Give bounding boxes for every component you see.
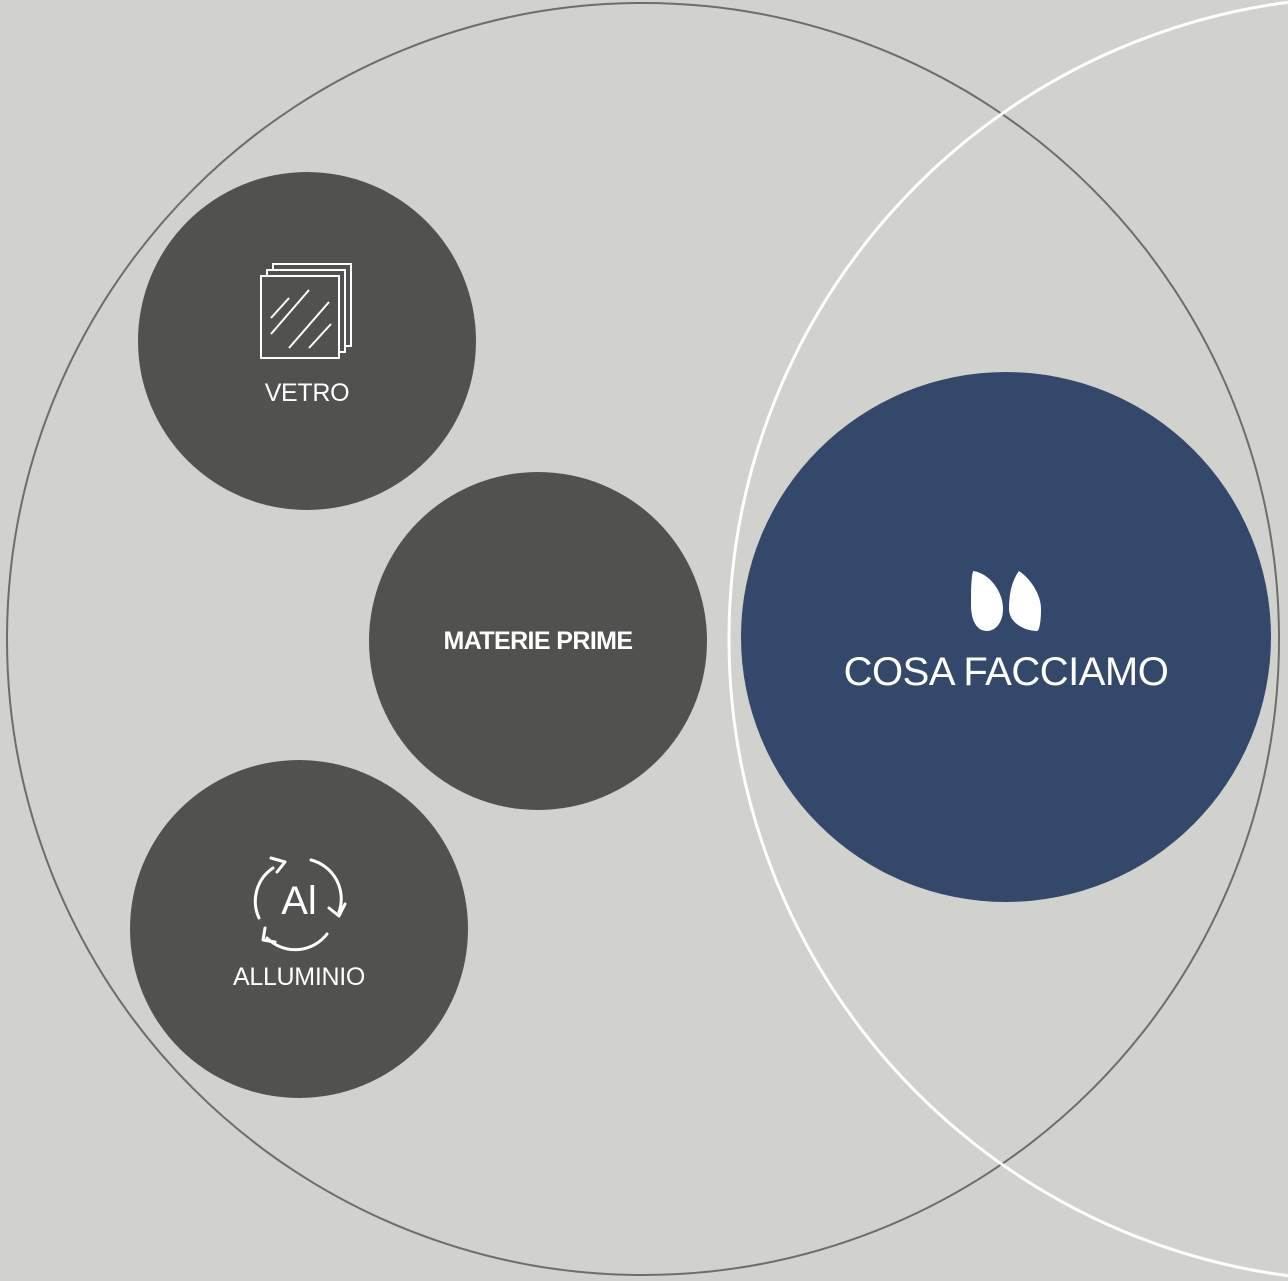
alluminio-bubble[interactable]: Al ALLUMINIO xyxy=(130,760,468,1098)
materie-prime-label: MATERIE PRIME xyxy=(443,626,634,655)
vetro-label: VETRO xyxy=(264,379,350,407)
white-ring xyxy=(727,0,1288,1278)
vetro-bubble[interactable]: VETRO xyxy=(138,172,476,510)
cosa-facciamo-label: COSA FACCIAMO xyxy=(843,650,1169,694)
cosa-facciamo-bubble[interactable]: COSA FACCIAMO xyxy=(741,372,1271,902)
alluminio-label: ALLUMINIO xyxy=(232,963,366,991)
aluminium-symbol: Al xyxy=(281,879,317,923)
aluminium-recycle-icon: Al xyxy=(243,848,355,957)
quote-mark-icon xyxy=(969,565,1043,640)
glass-panes-icon xyxy=(259,262,355,367)
outer-ring xyxy=(6,2,1280,1276)
materie-prime-bubble[interactable]: MATERIE PRIME xyxy=(369,472,707,810)
